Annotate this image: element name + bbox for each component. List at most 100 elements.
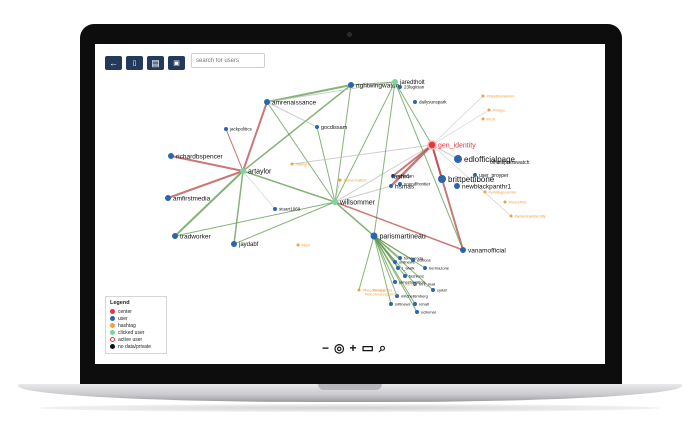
node-dot-parismartineau[interactable] (370, 232, 378, 240)
node-willsommer[interactable]: willsommer (332, 199, 376, 206)
save-button[interactable]: ▣ (168, 56, 185, 70)
node-fashions[interactable]: fashions (403, 273, 424, 278)
node-ht_amer[interactable]: #americafirst (338, 177, 368, 182)
node-jackpolitics[interactable]: jackpolitics (224, 127, 253, 132)
node-dot-ht_tcot[interactable] (481, 117, 485, 121)
node-ht_alt[interactable]: #altright (290, 161, 311, 166)
node-oclinmar[interactable]: oclinmar (415, 309, 437, 314)
node-jaredtholt[interactable]: jaredtholt (392, 79, 425, 86)
node-dot-editions[interactable] (411, 258, 415, 262)
node-edlofficialpage[interactable]: edlofficialpage (454, 155, 516, 164)
new-file-button[interactable]: ▯ (126, 56, 143, 70)
recenter-button[interactable]: ◎ (334, 342, 344, 354)
node-ht_trump[interactable]: #trump (373, 287, 386, 292)
node-gocdissam[interactable]: gocdissam (315, 125, 348, 131)
zoom-search-button[interactable]: ⌕ (379, 341, 386, 354)
node-dot-jaydabf[interactable] (231, 241, 237, 247)
fullscreen-button[interactable]: ▭ (362, 341, 374, 354)
node-dot-hermazone[interactable] (423, 266, 427, 270)
node-ht_maga[interactable]: #maga (487, 107, 506, 112)
node-tnnt_mail[interactable]: tnnt_mail (413, 281, 435, 286)
node-dot-tradworker[interactable] (172, 233, 178, 239)
node-newblackpanthr1[interactable]: newblackpanthr1 (454, 183, 512, 190)
node-rightwingwatch[interactable]: rightwingwatch (348, 82, 399, 89)
node-dot-ht_adi[interactable] (509, 214, 513, 218)
node-dot-ht_diversity[interactable] (483, 190, 487, 194)
zoom-out-button[interactable]: − (322, 342, 329, 354)
node-dot-t_wlafk[interactable] (396, 266, 400, 270)
node-dot-ht_mor[interactable] (503, 200, 507, 204)
node-dot-ht_ident[interactable] (481, 94, 485, 98)
node-dot-amfirstmedia[interactable] (165, 195, 171, 201)
node-officialpresswatch[interactable]: officialpresswatch (490, 160, 530, 166)
node-amrenaissance[interactable]: amrenaissance (264, 99, 316, 106)
node-dot-jackpolitics[interactable] (224, 127, 228, 131)
node-editions[interactable]: editions (411, 257, 431, 262)
node-ht_ident[interactable]: #identitarianism (481, 93, 516, 98)
zoom-in-button[interactable]: + (350, 342, 357, 354)
node-dot-user_proyper[interactable] (473, 173, 477, 177)
node-dot-edlofficialpage[interactable] (454, 155, 462, 163)
node-richardbspencer[interactable]: richardbspencer (168, 153, 223, 160)
node-mitchellsmberg[interactable]: mitchellsmberg (395, 293, 428, 298)
node-dot-ht_amer[interactable] (338, 178, 342, 182)
node-dot-stuart1069[interactable] (273, 207, 277, 211)
node-zshogician[interactable]: 23logician (398, 85, 425, 90)
node-tradworker[interactable]: tradworker (172, 233, 212, 240)
node-dot-ht_alt[interactable] (290, 162, 294, 166)
node-gen_identity[interactable]: gen_identity (427, 140, 476, 150)
node-amfirstmedia[interactable]: amfirstmedia (165, 195, 211, 202)
node-dot-sritinews[interactable] (389, 302, 393, 306)
node-dot-willsommer[interactable] (332, 199, 338, 205)
node-parismartineau[interactable]: parismartineau (370, 232, 426, 241)
node-sritinews[interactable]: sritinews (389, 301, 411, 306)
node-ht_freedom[interactable]: #freedomspeaks (357, 287, 393, 292)
node-dailysunspark[interactable]: dailysunspark (413, 100, 447, 105)
node-dot-zshogician[interactable] (398, 85, 402, 89)
node-dot-rehalt[interactable] (413, 302, 417, 306)
node-hsmas[interactable]: hsmas (389, 183, 415, 190)
node-jaydabf[interactable]: jaydabf (231, 241, 259, 248)
node-cyrlaf[interactable]: cyrlaf (431, 287, 447, 292)
node-dot-mitchellsmberg[interactable] (395, 294, 399, 298)
node-dot-youndfrontier[interactable] (398, 182, 402, 186)
node-dot-nickman[interactable] (391, 174, 395, 178)
node-stuart1069[interactable]: stuart1069 (273, 207, 301, 212)
node-dot-oclinmar[interactable] (415, 310, 419, 314)
node-dot-dailysunspark[interactable] (413, 100, 417, 104)
node-ht_antifa[interactable]: #antifa (405, 281, 418, 286)
node-brittpettibone[interactable]: brittpettibone (438, 175, 495, 184)
node-dot-vanamofficial[interactable] (460, 247, 466, 253)
node-ht_adi[interactable]: #americanidentity (509, 213, 546, 218)
node-ht_diversity[interactable]: #whitegenocide (483, 189, 518, 194)
node-youndfrontier[interactable]: youndfrontier (398, 182, 431, 187)
node-rehalt[interactable]: rehalt (413, 301, 430, 306)
node-ontinews[interactable]: ontinews (393, 259, 415, 264)
node-t_wlafk[interactable]: t_wlafk (396, 265, 414, 270)
node-jameshamilton[interactable]: jameshamilton (393, 279, 425, 284)
node-dot-ontinews[interactable] (393, 260, 397, 264)
node-ht_election[interactable]: #electionresponse (365, 291, 398, 296)
node-vanamofficial[interactable]: vanamofficial (460, 247, 506, 254)
node-dot-gocdissam[interactable] (315, 125, 319, 129)
node-dot-ht_maga[interactable] (487, 108, 491, 112)
node-tomhrenda[interactable]: tomhrenda (398, 255, 424, 260)
node-nickman[interactable]: nickman (391, 174, 414, 179)
node-user_proyper[interactable]: user_proyper (473, 173, 509, 179)
node-dot-ht_freedom[interactable] (357, 288, 361, 292)
node-dot-jameshamilton[interactable] (393, 280, 397, 284)
back-button[interactable]: ← (105, 56, 122, 70)
search-input[interactable] (191, 53, 265, 68)
list-button[interactable]: ▤ (147, 56, 164, 70)
node-dot-fashions[interactable] (403, 274, 407, 278)
node-dot-rightwingwatch[interactable] (348, 82, 354, 88)
node-dot-jaredtholt[interactable] (392, 79, 398, 85)
node-ht_mor[interactable]: #morefirst (503, 199, 528, 204)
node-dot-newblackpanthr1[interactable] (454, 183, 460, 189)
node-artaylor[interactable]: artaylor (240, 168, 272, 175)
node-dot-hsmas[interactable] (389, 184, 393, 188)
node-ht_tcot[interactable]: #tcot (481, 116, 497, 121)
node-dot-amrenaissance[interactable] (264, 99, 270, 105)
node-dot-richardbspencer[interactable] (168, 153, 174, 159)
node-dot-tomhrenda[interactable] (398, 256, 402, 260)
